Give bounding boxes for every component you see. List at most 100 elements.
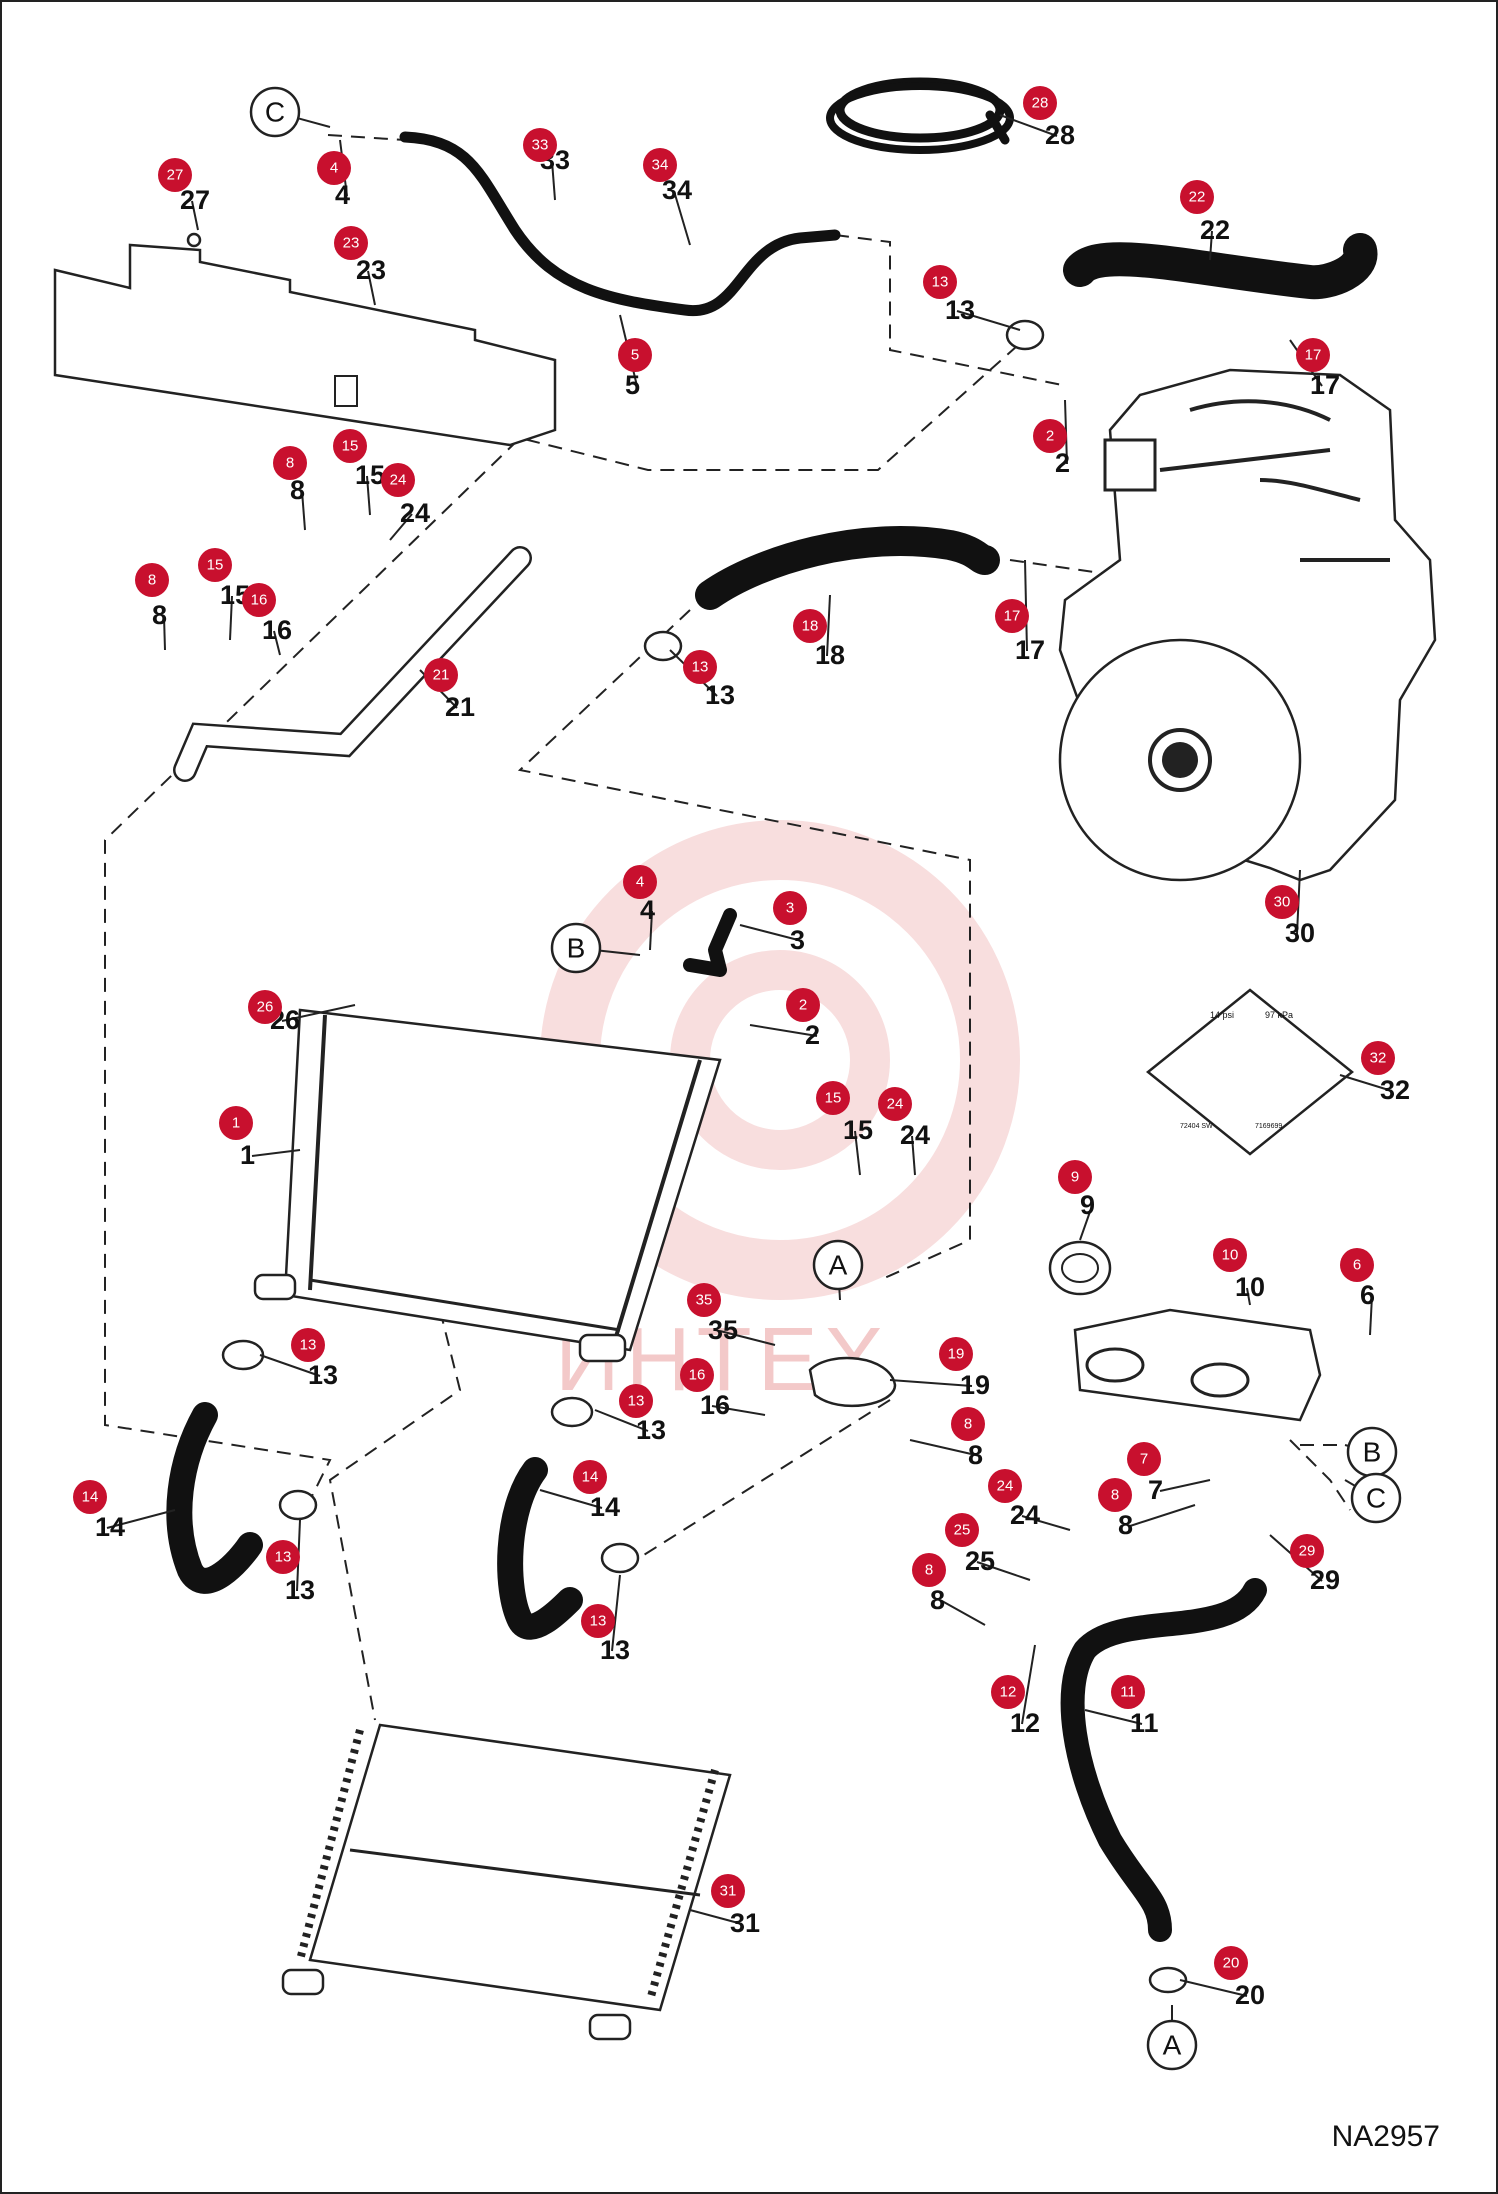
part-30-engine [1058,368,1437,882]
part-14b-hose [497,1457,583,1640]
callout-number: 14 [95,1512,125,1542]
leader-33 [551,160,556,201]
callout-badge [198,548,232,582]
callout-number: 32 [1380,1075,1410,1105]
callout-badge-text: 12 [1000,1684,1017,1701]
callout-number: 12 [1010,1708,1040,1738]
callout-c-top: 44 [317,151,351,210]
callout-number: 25 [965,1546,995,1576]
callout-badge-text: 22 [1189,189,1206,206]
letter-text: C [1366,1483,1386,1514]
leader-6 [1369,1295,1373,1336]
callout-number: 24 [400,498,430,528]
callout-badge [683,650,717,684]
callout-badge [1023,86,1057,120]
callout-badge-text: 8 [148,572,156,589]
callout-badge [266,1540,300,1574]
callout-badge-text: 21 [433,667,450,684]
leader-18 [826,594,831,657]
callout-number: 1 [240,1140,255,1170]
callout-number: 17 [1015,635,1045,665]
callout-number: 9 [1080,1190,1095,1220]
callout-number: 13 [945,295,975,325]
callout-badge [334,226,368,260]
callout-number: 8 [968,1440,983,1470]
callout-badge-text: 19 [948,1346,965,1363]
callout-8b: 88 [135,563,169,630]
callout-badge [680,1358,714,1392]
leader-32 [1339,1074,1393,1092]
drawing-code: NA2957 [1331,2120,1440,2153]
leader-31 [689,1909,743,1925]
leader-13a [956,310,1021,331]
callout-7: 77 [1127,1442,1163,1505]
callout-number: 8 [290,475,305,505]
callout-badge-text: 24 [887,1096,904,1113]
callout-badge [1098,1478,1132,1512]
callout-badge [1290,1534,1324,1568]
callout-number: 6 [1360,1280,1375,1310]
callout-number: 10 [1235,1272,1265,1302]
leader-1 [251,1149,301,1157]
leader-2b [749,1024,818,1037]
callout-badge [1296,338,1330,372]
callout-badge [923,265,957,299]
leader-12 [1021,1644,1036,1725]
callout-8c: 88 [951,1407,985,1470]
callout-number: 11 [1130,1708,1159,1738]
leader-8e [941,1600,986,1626]
callout-number: 13 [705,680,735,710]
part-18-hose [695,526,1000,610]
leader-34 [673,190,691,246]
leader-8a [301,490,306,531]
callout-number: 24 [1010,1500,1040,1530]
callout-number: 27 [180,185,210,215]
leader-24c [1021,1515,1071,1531]
callout-number: 13 [600,1635,630,1665]
callout-badge [333,429,367,463]
leader-8b [163,615,166,651]
callout-badge-text: 23 [343,235,360,252]
part-11-hose [1060,1578,1267,1942]
callout-badge [158,158,192,192]
callout-number: 17 [1310,370,1340,400]
callout-number: 15 [355,460,385,490]
part-23-guard [53,243,557,447]
callout-8e: 88 [912,1553,946,1615]
callout-badge-text: 32 [1370,1050,1387,1067]
callout-badge [1340,1248,1374,1282]
callout-badge [523,128,557,162]
callout-badge-text: 13 [590,1613,607,1630]
leader-8c [909,1439,981,1457]
callout-number: 35 [708,1315,738,1345]
callout-badge [291,1328,325,1362]
callout-number: 14 [590,1492,620,1522]
callout-number: 23 [356,255,386,285]
callout-badge [242,583,276,617]
callout-2a: 22 [1033,419,1070,478]
callout-badge-text: 4 [330,160,338,177]
callout-badge [816,1081,850,1115]
callout-badge-text: 14 [582,1469,599,1486]
leader-8d [1129,1504,1196,1527]
callout-badge-text: 8 [286,455,294,472]
leader-19 [889,1379,973,1387]
callout-number: 13 [308,1360,338,1390]
callout-badge-text: 30 [1274,894,1291,911]
leader-14b [539,1489,603,1509]
callout-badge [951,1407,985,1441]
